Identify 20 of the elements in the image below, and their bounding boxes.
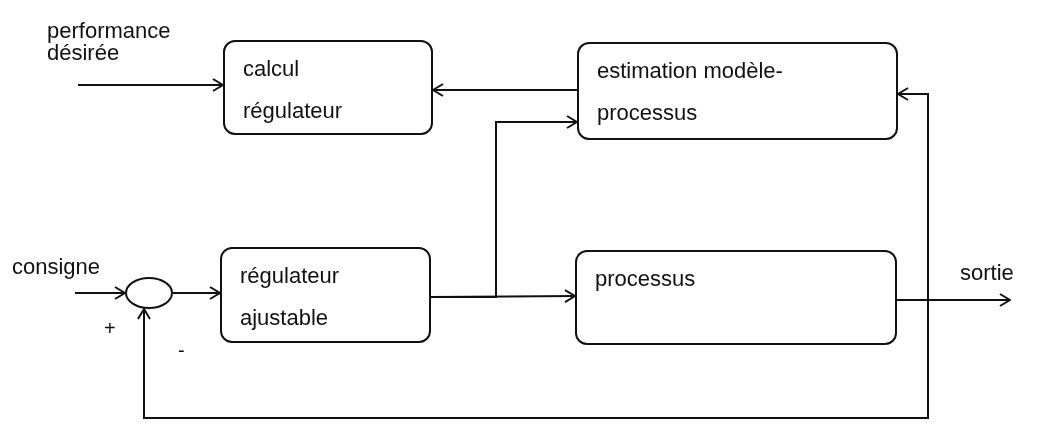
signal-arrow	[74, 286, 126, 300]
block-label: estimation modèle-processus	[597, 57, 784, 127]
process-box	[220, 247, 431, 343]
process-box	[223, 40, 433, 135]
block-label: calcul régulateur	[243, 55, 344, 125]
process-box	[575, 250, 897, 345]
signal-label: performance désirée	[47, 20, 172, 64]
signal-label: sortie	[960, 262, 1015, 284]
block-label: régulateur ajustable	[240, 262, 341, 332]
signal-arrow	[432, 83, 578, 97]
signal-label: consigne	[12, 256, 102, 278]
signal-arrow	[77, 78, 224, 92]
process-box	[577, 42, 898, 140]
summing-junction	[125, 277, 173, 309]
signal-arrow	[137, 299, 929, 419]
sign-label: +	[104, 318, 116, 338]
sign-label: -	[178, 340, 185, 360]
signal-arrow	[896, 87, 929, 301]
block-label: processus	[595, 265, 697, 293]
signal-arrow	[172, 286, 221, 300]
